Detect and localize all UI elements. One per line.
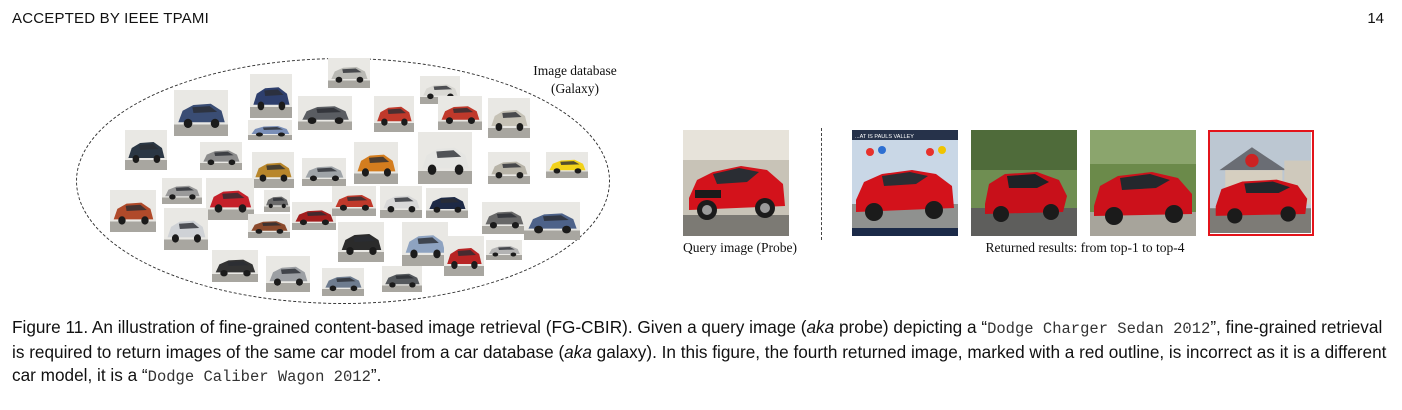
car-thumbnail-icon: [486, 240, 522, 260]
car-thumbnail-icon: [524, 202, 580, 240]
car-thumbnail-icon: [444, 236, 484, 276]
car-thumbnail-icon: [162, 178, 202, 204]
car-thumbnail-icon: [248, 120, 292, 140]
query-image: [683, 130, 789, 236]
car-thumbnail-icon: [382, 266, 422, 292]
car-thumbnail-icon: [354, 142, 398, 184]
caption-wrong-car-name: Dodge Caliber Wagon 2012: [147, 368, 371, 386]
query-image-caption: Query image (Probe): [683, 240, 797, 255]
database-label-line1: Image database: [533, 63, 617, 78]
car-thumbnail-icon: [374, 96, 414, 132]
caption-query-car-name: Dodge Charger Sedan 2012: [987, 320, 1211, 338]
car-thumbnail-icon: [264, 190, 290, 212]
car-thumbnail-icon: [488, 98, 530, 138]
page-header-left: ACCEPTED BY IEEE TPAMI: [12, 10, 209, 27]
car-thumbnail-icon: [110, 190, 156, 232]
car-thumbnail-icon: [125, 130, 167, 170]
caption-part-2: probe) depicting a “: [834, 317, 988, 337]
car-thumbnail-icon: [426, 188, 468, 218]
result-top-3: [1090, 130, 1196, 236]
car-thumbnail-icon: [252, 152, 294, 188]
car-thumbnail-icon: [418, 132, 472, 184]
car-thumbnail-icon: [292, 202, 336, 230]
car-thumbnail-icon: [322, 268, 364, 296]
car-thumbnail-icon: [266, 256, 310, 292]
car-thumbnail-icon: [438, 96, 482, 130]
caption-part-3: ”, fine-grained retrieval is required to…: [12, 317, 1383, 362]
car-thumbnail-icon: [380, 186, 422, 218]
car-thumbnail-icon: [250, 74, 292, 118]
result-sign-text: ...AT IS PAULS VALLEY: [855, 134, 914, 140]
database-label-line2: (Galaxy): [551, 81, 599, 96]
page-number: 14: [1367, 10, 1384, 27]
result-top-1: ...AT IS PAULS VALLEY: [852, 130, 958, 236]
car-thumbnail-icon: [302, 158, 346, 186]
car-thumbnail-icon: [174, 90, 228, 136]
image-database-label: Image database (Galaxy): [515, 62, 635, 98]
results-caption: Returned results: from top-1 to top-4: [985, 240, 1185, 255]
caption-part-5: ”.: [370, 365, 382, 385]
car-thumbnail-icon: [332, 186, 376, 216]
car-thumbnail-icon: [328, 58, 370, 88]
car-thumbnail-icon: [546, 152, 588, 178]
car-thumbnail-icon: [402, 222, 448, 266]
result-top-4-incorrect: [1208, 130, 1314, 236]
car-thumbnail-icon: [338, 222, 384, 262]
caption-aka-2: aka: [564, 342, 592, 362]
caption-part-1: Figure 11. An illustration of fine-grain…: [12, 317, 807, 337]
car-thumbnail-icon: [248, 214, 290, 238]
query-results-divider: [821, 128, 822, 240]
car-thumbnail-icon: [488, 152, 530, 184]
car-thumbnail-icon: [200, 142, 242, 170]
figure-caption: Figure 11. An illustration of fine-grain…: [12, 316, 1392, 389]
caption-aka-1: aka: [806, 317, 835, 337]
car-thumbnail-icon: [206, 178, 254, 220]
result-top-2: [971, 130, 1077, 236]
caption-part-4: galaxy). In this figure, the fourth retu…: [12, 342, 1387, 385]
car-thumbnail-icon: [212, 250, 258, 282]
car-thumbnail-icon: [298, 96, 352, 130]
figure-11: Image database (Galaxy) Query image (Pro…: [76, 58, 1314, 304]
car-thumbnail-icon: [164, 208, 208, 250]
car-thumbnail-icon: [482, 202, 526, 234]
